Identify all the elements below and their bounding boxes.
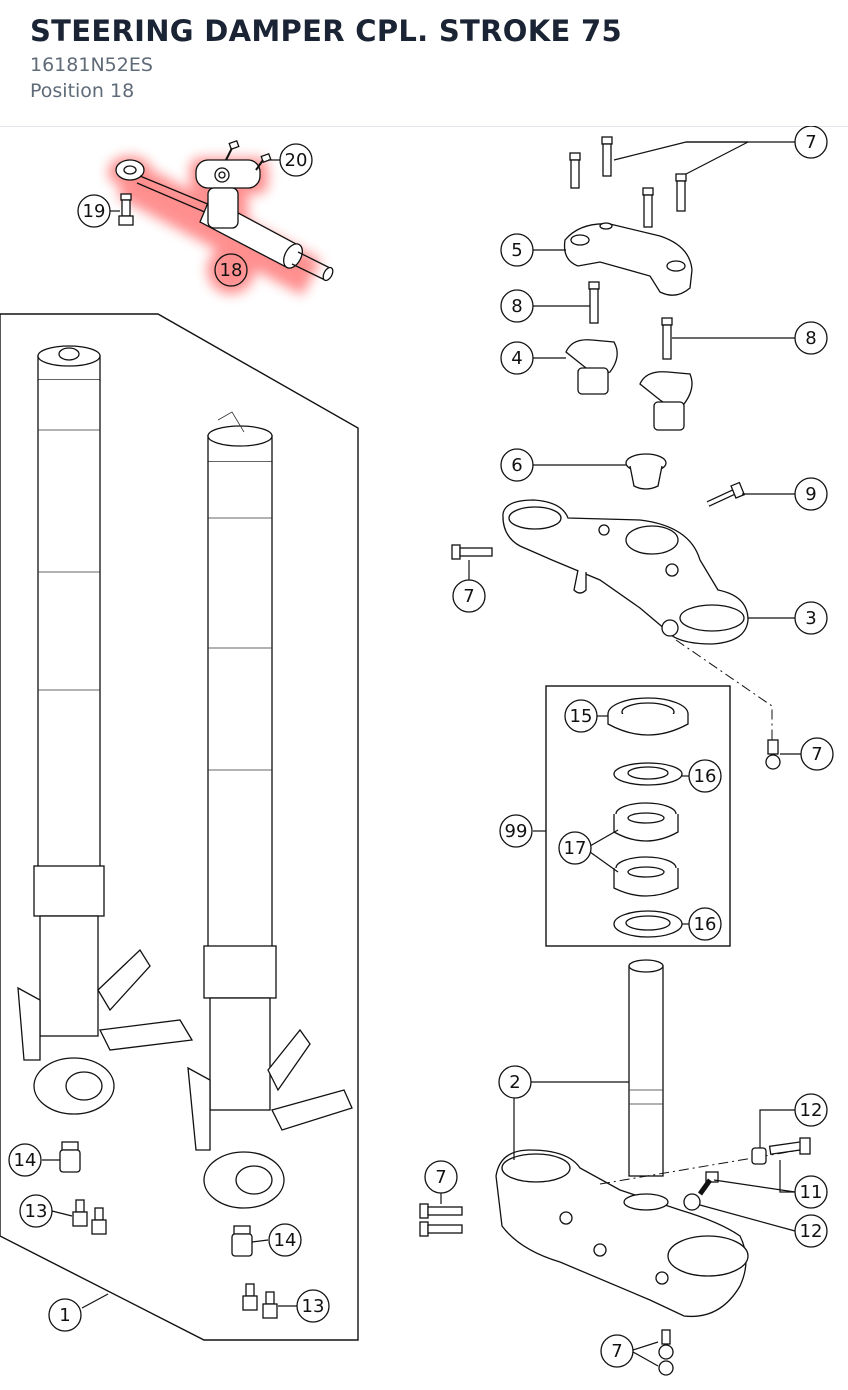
callout-4[interactable]: 4 <box>500 341 534 375</box>
lower-triple-clamp <box>495 959 749 1318</box>
callout-9[interactable]: 9 <box>794 477 828 511</box>
steering-damper-drawing <box>115 159 334 282</box>
callout-7-top[interactable]: 7 <box>794 126 828 159</box>
upper-right-parts <box>451 136 746 560</box>
callout-7-bottom[interactable]: 7 <box>600 1334 634 1368</box>
svg-text:16: 16 <box>694 914 717 935</box>
svg-text:7: 7 <box>463 586 474 607</box>
svg-text:14: 14 <box>14 1150 37 1171</box>
callout-15[interactable]: 15 <box>564 699 598 733</box>
callout-14-left[interactable]: 14 <box>8 1143 42 1177</box>
position-label: Position 18 <box>30 80 135 102</box>
svg-text:12: 12 <box>800 1221 823 1242</box>
callout-3[interactable]: 3 <box>794 601 828 635</box>
svg-text:17: 17 <box>564 838 587 859</box>
callout-16-bottom[interactable]: 16 <box>688 907 722 941</box>
svg-text:16: 16 <box>694 766 717 787</box>
svg-text:8: 8 <box>511 296 522 317</box>
callout-99[interactable]: 99 <box>499 814 533 848</box>
svg-text:1: 1 <box>59 1305 70 1326</box>
svg-text:7: 7 <box>811 744 822 765</box>
callout-2[interactable]: 2 <box>498 1065 532 1099</box>
callout-6[interactable]: 6 <box>500 448 534 482</box>
callout-7-lower-left[interactable]: 7 <box>424 1160 458 1194</box>
callouts: 20 19 18 7 5 8 8 4 6 9 7 3 7 15 16 99 17… <box>8 126 834 1368</box>
svg-text:4: 4 <box>511 348 522 369</box>
callout-16-top[interactable]: 16 <box>688 759 722 793</box>
callout-13-right[interactable]: 13 <box>296 1289 330 1323</box>
callout-8-right[interactable]: 8 <box>794 321 828 355</box>
callout-5[interactable]: 5 <box>500 233 534 267</box>
bolt-7-right <box>765 739 781 770</box>
page-header: STEERING DAMPER CPL. STROKE 75 16181N52E… <box>0 0 848 127</box>
svg-text:14: 14 <box>274 1230 297 1251</box>
callout-7-left[interactable]: 7 <box>452 579 486 613</box>
svg-text:7: 7 <box>435 1167 446 1188</box>
leader-lines <box>42 141 801 1367</box>
svg-text:15: 15 <box>570 706 593 727</box>
bearing-kit-box <box>545 685 731 947</box>
svg-text:9: 9 <box>805 484 816 505</box>
callout-14-right[interactable]: 14 <box>268 1223 302 1257</box>
svg-text:7: 7 <box>805 132 816 153</box>
exploded-parts-diagram: 20 19 18 7 5 8 8 4 6 9 7 3 7 15 16 99 17… <box>0 126 834 1376</box>
svg-text:13: 13 <box>302 1296 325 1317</box>
callout-17[interactable]: 17 <box>558 831 592 865</box>
svg-text:3: 3 <box>805 608 816 629</box>
page-title: STEERING DAMPER CPL. STROKE 75 <box>30 14 622 48</box>
callout-1[interactable]: 1 <box>48 1298 82 1332</box>
callout-11[interactable]: 11 <box>794 1175 828 1209</box>
svg-text:6: 6 <box>511 455 522 476</box>
steering-damper-highlight[interactable] <box>108 156 335 296</box>
callout-12-top[interactable]: 12 <box>794 1093 828 1127</box>
svg-text:12: 12 <box>800 1100 823 1121</box>
svg-text:20: 20 <box>285 150 308 171</box>
part-number: 16181N52ES <box>30 54 153 76</box>
svg-text:99: 99 <box>505 821 528 842</box>
callout-20[interactable]: 20 <box>279 143 313 177</box>
svg-text:8: 8 <box>805 328 816 349</box>
callout-8-left[interactable]: 8 <box>500 289 534 323</box>
callout-18[interactable]: 18 <box>214 253 248 287</box>
svg-text:5: 5 <box>511 240 522 261</box>
svg-text:11: 11 <box>800 1182 823 1203</box>
fork-legs-box <box>0 313 359 1341</box>
svg-text:2: 2 <box>509 1072 520 1093</box>
damper-bolts <box>118 139 272 226</box>
upper-triple-clamp <box>502 499 749 645</box>
svg-text:13: 13 <box>25 1201 48 1222</box>
svg-text:7: 7 <box>611 1341 622 1362</box>
callout-12-bottom[interactable]: 12 <box>794 1214 828 1248</box>
svg-text:18: 18 <box>220 260 243 281</box>
svg-text:19: 19 <box>83 201 106 222</box>
callout-13-left[interactable]: 13 <box>19 1194 53 1228</box>
callout-19[interactable]: 19 <box>77 194 111 228</box>
lower-right-small-parts <box>419 1137 811 1376</box>
callout-7-right[interactable]: 7 <box>800 737 834 771</box>
